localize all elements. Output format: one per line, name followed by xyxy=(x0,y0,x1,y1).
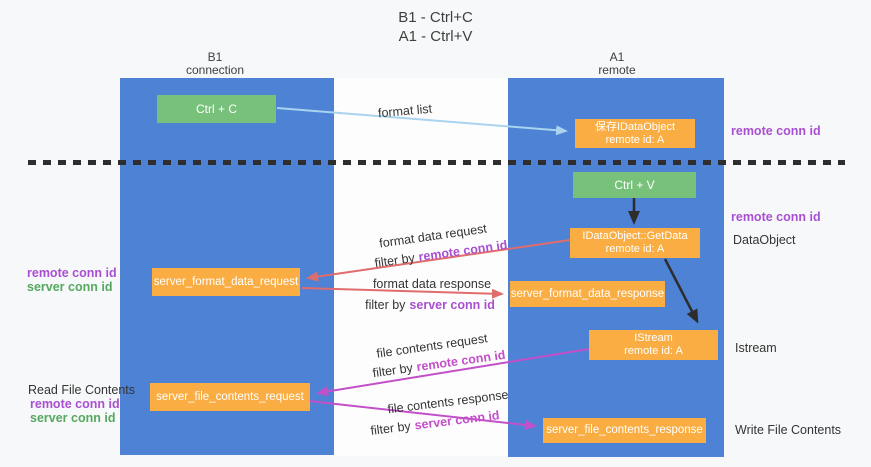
node-saved-idataobject-line1: 保存IDataObject xyxy=(594,120,676,133)
remote-conn-id-text: remote conn id xyxy=(30,397,120,411)
label-write-file-contents: Write File Contents xyxy=(735,423,842,437)
node-format-response-label: server_format_data_response xyxy=(510,287,665,300)
arrow-format-list xyxy=(276,107,568,136)
node-idataobject-getdata: IDataObject::GetData remote id: A xyxy=(570,228,700,258)
node-saved-idataobject: 保存IDataObject remote id: A xyxy=(575,119,695,148)
node-istream: IStream remote id: A xyxy=(589,330,718,360)
node-server-format-data-response: server_format_data_response xyxy=(510,281,665,307)
arrow-getdata-to-istream xyxy=(663,258,699,324)
title-line-1: B1 - Ctrl+C xyxy=(398,9,473,26)
node-server-format-data-request: server_format_data_request xyxy=(152,268,300,296)
node-istream-line1: IStream xyxy=(634,332,673,344)
conn-id-stack-upper: remote conn id server conn id xyxy=(27,266,117,294)
arrow-format-data-request xyxy=(306,239,571,282)
node-file-request-label: server_file_contents_request xyxy=(156,390,304,403)
label-remote-conn-id-right-1: remote conn id xyxy=(731,124,821,138)
arrow-file-contents-response xyxy=(308,400,537,430)
lane-header-a1: A1 remote xyxy=(562,51,672,77)
filter-by-text: filter by xyxy=(365,298,406,312)
node-ctrl-c: Ctrl + C xyxy=(157,95,276,123)
lane-header-b1: B1 connection xyxy=(160,51,270,77)
middle-strip xyxy=(334,78,508,456)
node-ctrl-v-label: Ctrl + V xyxy=(614,177,655,192)
node-server-file-contents-request: server_file_contents_request xyxy=(150,383,310,411)
node-getdata-line2: remote id: A xyxy=(605,243,665,255)
node-ctrl-c-label: Ctrl + C xyxy=(195,101,237,116)
node-istream-line2: remote id: A xyxy=(624,345,683,357)
dashed-separator xyxy=(28,160,845,165)
remote-conn-id-text: remote conn id xyxy=(27,266,117,280)
label-istream: Istream xyxy=(735,341,777,355)
label-read-file-contents: Read File Contents xyxy=(28,383,136,397)
node-format-request-label: server_format_data_request xyxy=(153,275,299,288)
label-format-data-response: format data response xyxy=(372,277,492,291)
arrow-format-data-response xyxy=(301,287,504,299)
label-remote-conn-id-right-2: remote conn id xyxy=(731,210,821,224)
diagram-title: B1 - Ctrl+C A1 - Ctrl+V xyxy=(300,8,571,46)
node-server-file-contents-response: server_file_contents_response xyxy=(543,418,706,443)
lane-b1-name: B1 xyxy=(207,50,223,64)
label-dataobject: DataObject xyxy=(733,233,796,247)
arrow-file-contents-request xyxy=(316,348,590,397)
conn-id-stack-lower: remote conn id server conn id xyxy=(30,397,120,425)
title-line-2: A1 - Ctrl+V xyxy=(398,28,473,45)
lane-a1-role: remote xyxy=(598,63,636,77)
server-conn-id-text: server conn id xyxy=(27,280,113,294)
node-getdata-line1: IDataObject::GetData xyxy=(582,230,688,242)
lane-b1-role: connection xyxy=(185,63,245,77)
server-conn-id-text: server conn id xyxy=(409,298,495,312)
lane-a1-name: A1 xyxy=(609,50,625,64)
node-saved-idataobject-line2: remote id: A xyxy=(605,133,665,146)
node-ctrl-v: Ctrl + V xyxy=(573,172,696,198)
node-file-response-label: server_file_contents_response xyxy=(546,424,703,436)
server-conn-id-text: server conn id xyxy=(30,411,116,425)
